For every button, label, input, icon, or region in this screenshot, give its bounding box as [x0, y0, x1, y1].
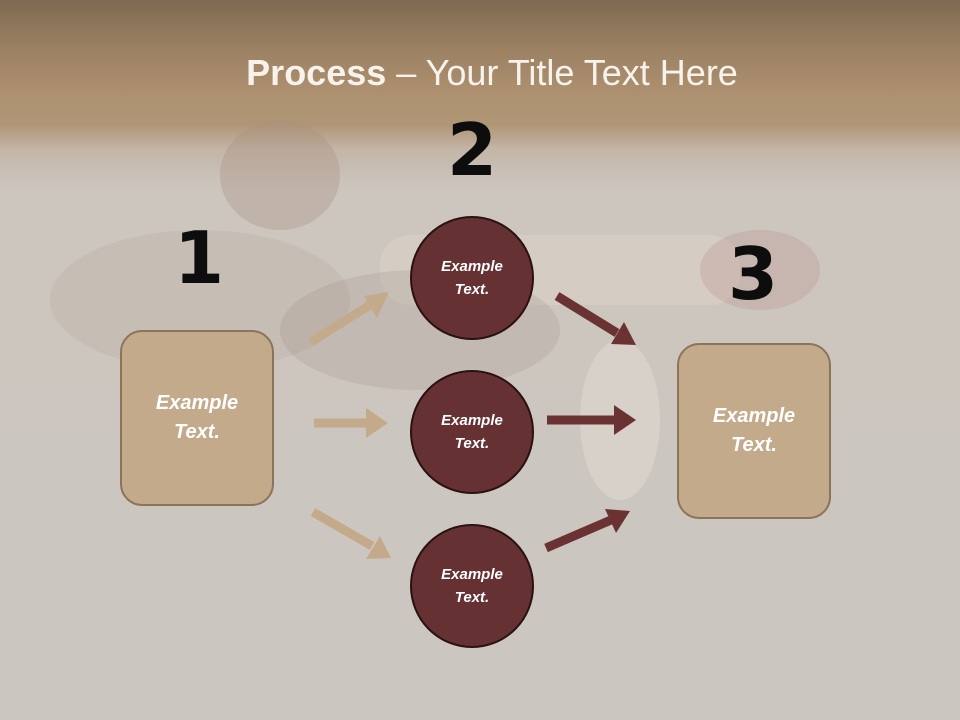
title-strong: Process — [246, 52, 387, 93]
arrow-bottom-to-3 — [544, 509, 630, 553]
step-2-circle-bottom: Example Text. — [410, 524, 534, 648]
step-2-circle-middle-label: Example Text. — [441, 412, 503, 452]
step-2-circle-top: Example Text. — [410, 216, 534, 340]
step-1-number: 1 — [173, 216, 225, 300]
step-2-circle-middle: Example Text. — [410, 370, 534, 494]
step-2-number: 2 — [446, 108, 498, 192]
title-rest: – Your Title Text Here — [386, 52, 738, 93]
step-1-label: Example Text. — [155, 392, 239, 443]
arrow-middle-to-3 — [547, 405, 636, 435]
arrow-1-to-middle — [314, 408, 388, 438]
step-1-box: Example Text. — [120, 330, 274, 506]
slide-title: Process – Your Title Text Here — [0, 52, 960, 94]
arrow-1-to-top — [308, 292, 389, 346]
arrow-1-to-bottom — [310, 508, 391, 559]
step-3-number: 3 — [727, 232, 779, 316]
step-3-label: Example Text. — [712, 405, 796, 456]
step-3-box: Example Text. — [677, 343, 831, 519]
arrow-top-to-3 — [554, 292, 636, 345]
step-2-circle-top-label: Example Text. — [441, 258, 503, 298]
step-2-circle-bottom-label: Example Text. — [441, 566, 503, 606]
